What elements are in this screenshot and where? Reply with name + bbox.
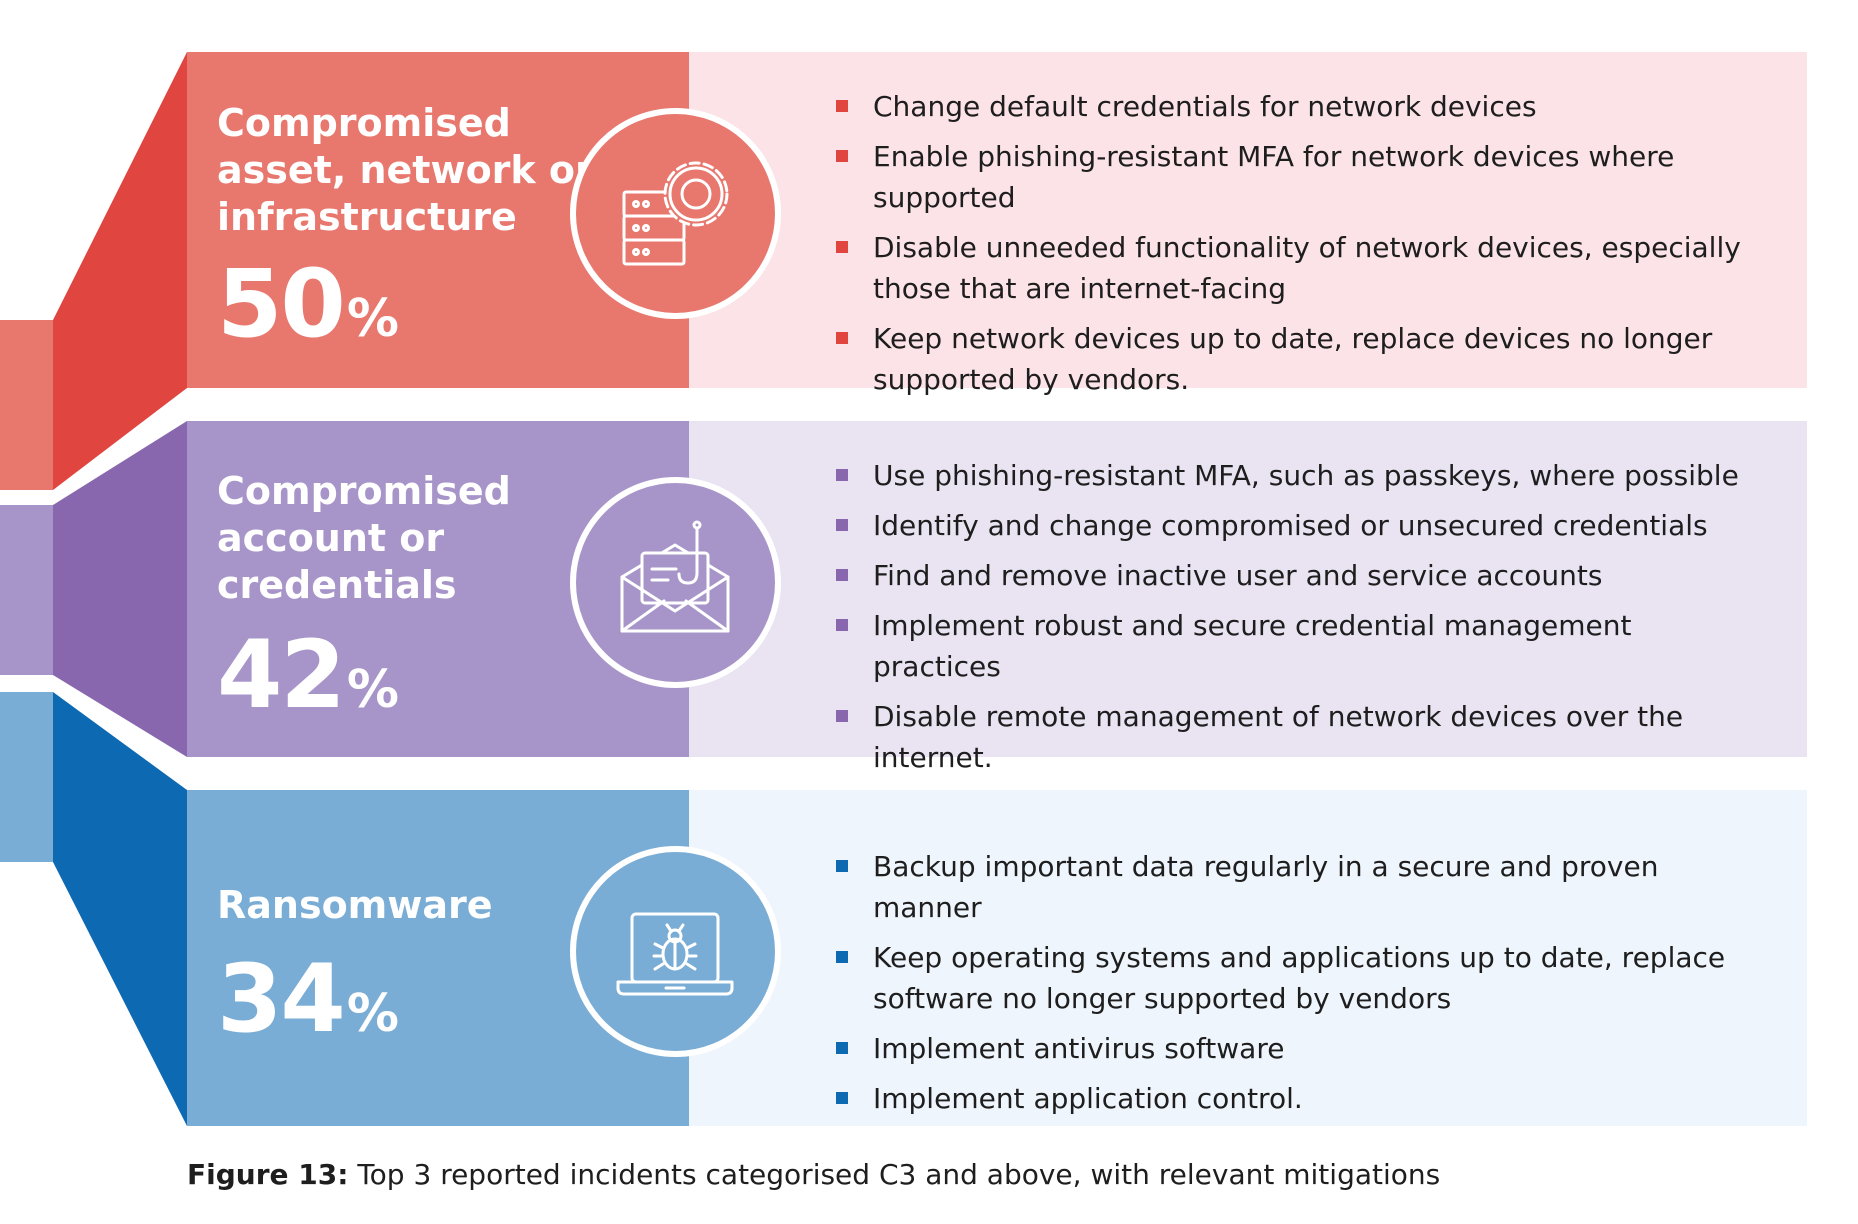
bullet-square-icon	[836, 860, 848, 872]
incident-title: Compromised account or credentials	[217, 468, 511, 609]
mitigation-text: Identify and change compromised or unsec…	[873, 509, 1708, 542]
percentage-symbol: %	[346, 984, 399, 1044]
mitigations-area	[689, 421, 1807, 757]
bullet-square-icon	[836, 1092, 848, 1104]
incident-panel-ransomware: Ransomware 34% Backup important data reg…	[187, 790, 1807, 1126]
bullet-square-icon	[836, 519, 848, 531]
mitigation-item: Use phishing-resistant MFA, such as pass…	[836, 455, 1766, 496]
bullet-square-icon	[836, 100, 848, 112]
connector-stub-red	[0, 320, 53, 490]
mitigation-text: Keep network devices up to date, replace…	[873, 322, 1713, 396]
mitigation-item: Disable remote management of network dev…	[836, 696, 1766, 778]
percentage-value: 50	[217, 250, 346, 359]
bullet-square-icon	[836, 1042, 848, 1054]
incident-title-line: infrastructure	[217, 195, 517, 239]
mitigation-item: Keep operating systems and applications …	[836, 937, 1766, 1019]
incident-title-line: Compromised	[217, 469, 511, 513]
mitigation-item: Implement antivirus software	[836, 1028, 1766, 1069]
incident-title-line: account or	[217, 516, 445, 560]
connector-wedge-blue	[53, 692, 187, 1126]
incident-title-line: asset, network or	[217, 148, 594, 192]
icon-circle	[570, 846, 781, 1057]
incident-title-line: Compromised	[217, 101, 511, 145]
incident-percentage: 50%	[217, 258, 399, 352]
mitigation-text: Implement antivirus software	[873, 1032, 1285, 1065]
icon-circle	[570, 108, 781, 319]
mitigation-list: Use phishing-resistant MFA, such as pass…	[836, 455, 1766, 787]
figure-caption-text: Top 3 reported incidents categorised C3 …	[348, 1158, 1441, 1191]
funnel-connectors	[0, 52, 187, 1126]
phishing-envelope-icon	[620, 520, 730, 633]
bullet-square-icon	[836, 619, 848, 631]
connector-stub-purple	[0, 505, 53, 675]
mitigation-text: Keep operating systems and applications …	[873, 941, 1726, 1015]
mitigation-item: Keep network devices up to date, replace…	[836, 318, 1766, 400]
percentage-symbol: %	[346, 289, 399, 349]
mitigation-item: Implement robust and secure credential m…	[836, 605, 1766, 687]
incident-panel-asset: Compromised asset, network or infrastruc…	[187, 52, 1807, 396]
mitigation-item: Enable phishing-resistant MFA for networ…	[836, 136, 1766, 218]
incident-percentage: 34%	[217, 953, 399, 1047]
mitigation-item: Implement application control.	[836, 1078, 1766, 1119]
mitigation-item: Identify and change compromised or unsec…	[836, 505, 1766, 546]
mitigation-text: Implement application control.	[873, 1082, 1303, 1115]
mitigation-text: Implement robust and secure credential m…	[873, 609, 1632, 683]
connector-wedge-red	[53, 52, 187, 490]
percentage-symbol: %	[346, 660, 399, 720]
connector-wedge-purple	[53, 421, 187, 757]
percentage-value: 42	[217, 621, 346, 730]
mitigation-text: Backup important data regularly in a sec…	[873, 850, 1659, 924]
incident-title-line: Ransomware	[217, 883, 493, 927]
figure-caption: Figure 13: Top 3 reported incidents cate…	[187, 1158, 1440, 1191]
incident-title-line: credentials	[217, 563, 457, 607]
mitigation-text: Find and remove inactive user and servic…	[873, 559, 1603, 592]
incident-title: Compromised asset, network or infrastruc…	[217, 100, 594, 241]
figure-caption-label: Figure 13:	[187, 1158, 349, 1191]
incident-panel-account: Compromised account or credentials 42% U…	[187, 421, 1807, 774]
mitigation-list: Change default credentials for network d…	[836, 86, 1766, 409]
server-gear-icon	[622, 161, 729, 266]
percentage-value: 34	[217, 945, 346, 1054]
laptop-bug-icon	[616, 912, 734, 996]
mitigation-text: Disable unneeded functionality of networ…	[873, 231, 1741, 305]
mitigation-text: Disable remote management of network dev…	[873, 700, 1684, 774]
mitigation-text: Use phishing-resistant MFA, such as pass…	[873, 459, 1739, 492]
bullet-square-icon	[836, 332, 848, 344]
bullet-square-icon	[836, 469, 848, 481]
bullet-square-icon	[836, 569, 848, 581]
mitigation-item: Disable unneeded functionality of networ…	[836, 227, 1766, 309]
mitigation-list: Backup important data regularly in a sec…	[836, 846, 1766, 1128]
bullet-square-icon	[836, 951, 848, 963]
mitigation-item: Change default credentials for network d…	[836, 86, 1766, 127]
mitigation-item: Find and remove inactive user and servic…	[836, 555, 1766, 596]
incident-title: Ransomware	[217, 882, 493, 929]
mitigation-text: Enable phishing-resistant MFA for networ…	[873, 140, 1675, 214]
mitigation-item: Backup important data regularly in a sec…	[836, 846, 1766, 928]
bullet-square-icon	[836, 241, 848, 253]
bullet-square-icon	[836, 710, 848, 722]
incident-percentage: 42%	[217, 629, 399, 723]
mitigation-text: Change default credentials for network d…	[873, 90, 1537, 123]
bullet-square-icon	[836, 150, 848, 162]
mitigations-area	[689, 790, 1807, 1126]
icon-circle	[570, 477, 781, 688]
mitigations-area	[689, 52, 1807, 388]
connector-stub-blue	[0, 692, 53, 862]
